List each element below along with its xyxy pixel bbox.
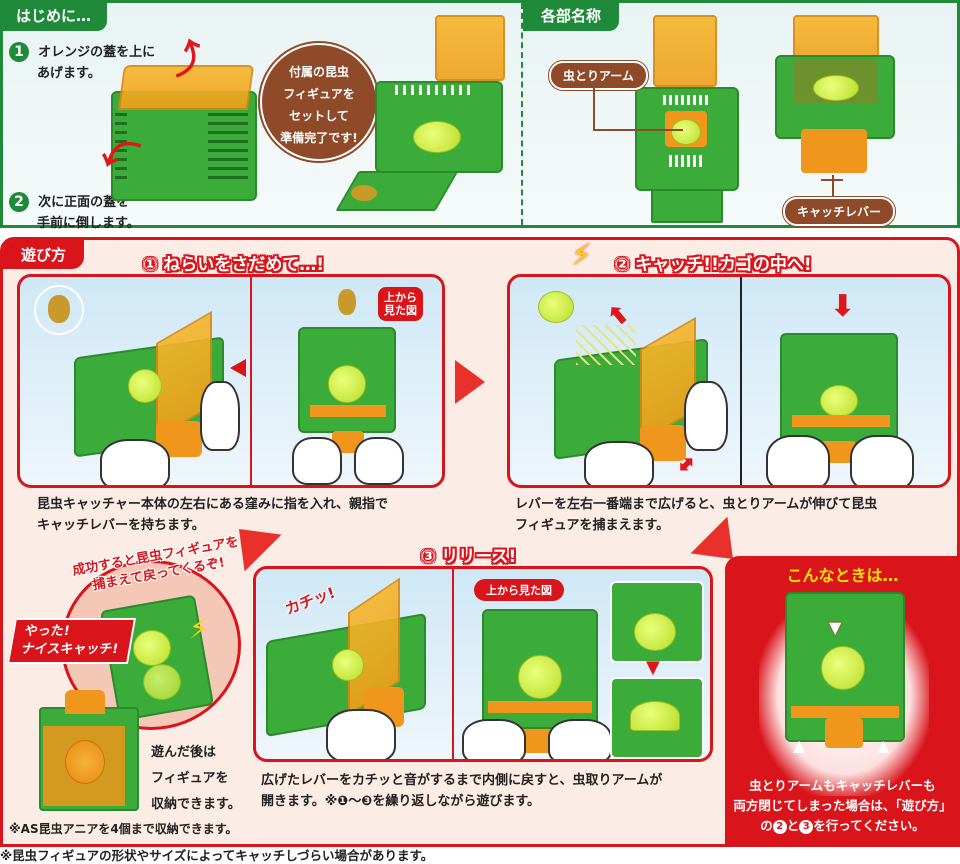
arm-leader-line	[593, 85, 595, 131]
panel-divider	[740, 277, 742, 485]
storage-line2: フィギュアを	[151, 771, 229, 786]
down-arrow-icon: ▼	[646, 657, 660, 678]
warning-triangle-icon: ▼	[829, 618, 842, 637]
hand-icon	[684, 381, 728, 451]
step-number-2: 2	[9, 191, 29, 212]
beetle-figure-icon	[351, 185, 377, 201]
trouble-line3-pre: の	[760, 818, 773, 833]
trouble-line3-mid: と	[786, 818, 800, 833]
nice-catch-ribbon: やった! ナイスキャッチ!	[6, 618, 136, 664]
top-view-badge-line2: 見た図	[384, 304, 417, 317]
step-2-text-line1: 次に正面の蓋を	[38, 195, 130, 210]
step2-panel: ⬆ ⬍ ⬇	[507, 274, 951, 488]
step1-desc-line1: 昆虫キャッチャー本体の左右にある窪みに指を入れ、親指で	[37, 497, 389, 512]
storage-note: ※AS昆虫アニアを4個まで収納できます。	[9, 822, 238, 836]
bubble-line2: フィギュアを	[283, 87, 355, 101]
trouble-box: こんなときは… ▼ ▲ ▲ 虫とりアームもキャッチレバーも 両方閉じてしまった場…	[725, 556, 960, 846]
hand-icon	[200, 381, 240, 451]
trouble-title: こんなときは…	[786, 566, 899, 585]
step-2-text-line2: 手前に倒します。	[37, 215, 140, 231]
step1-description: 昆虫キャッチャー本体の左右にある窪みに指を入れ、親指で キャッチレバーを持ちます…	[37, 494, 388, 536]
step3-headline: ③ リリース!	[421, 547, 517, 567]
intro-section: はじめに… 1 オレンジの蓋を上に あげます。 2 次に正面の蓋を 手前に倒しま…	[0, 0, 960, 231]
down-arrow-icon: ⬇	[830, 289, 856, 324]
play-title: 遊び方	[3, 240, 85, 269]
hand-icon	[100, 439, 170, 485]
intro-title: はじめに…	[0, 0, 108, 31]
trouble-line3-post: を行ってください。	[813, 818, 925, 833]
step3-desc-line2: 開きます。※❶～❸を繰り返しながら遊びます。	[261, 794, 541, 809]
hand-icon	[462, 719, 526, 759]
storage-line1: 遊んだ後は	[151, 745, 217, 760]
hand-icon	[292, 437, 342, 485]
ribbon-line1: やった!	[23, 624, 71, 639]
ribbon-line2: ナイスキャッチ!	[20, 642, 120, 657]
step3-description: 広げたレバーをカチッと音がするまで内側に戻すと、虫取りアームが 開きます。※❶～…	[261, 770, 662, 812]
step2-desc-line1: レバーを左右一番端まで広げると、虫とりアームが伸びて昆虫	[515, 497, 878, 512]
arm-label: 虫とりアーム	[549, 61, 648, 90]
hand-icon	[548, 719, 612, 759]
step1-headline: ① ねらいをさだめて…!	[143, 255, 325, 275]
step-1-text-line2: あげます。	[37, 65, 101, 81]
pointer-arrow-icon	[230, 359, 246, 377]
step2-headline: ② キャッチ!!カゴの中へ!	[615, 255, 812, 275]
parts-title: 各部名称	[523, 0, 620, 31]
step1-panel: 上から 見た図	[17, 274, 445, 488]
intro-step-1: 1 オレンジの蓋を上に あげます。	[9, 41, 155, 82]
warning-triangle-icon: ▲	[877, 736, 890, 755]
hand-icon	[584, 441, 654, 485]
flash-icon: ⚡	[571, 238, 593, 273]
intro-step-2: 2 次に正面の蓋を 手前に倒します。	[9, 191, 140, 232]
step1-desc-line2: キャッチレバーを持ちます。	[37, 518, 205, 533]
step2-desc-line2: フィギュアを捕まえます。	[515, 518, 670, 533]
step-number-1: 1	[9, 41, 29, 62]
next-step-arrow-icon	[455, 360, 485, 404]
top-view-badge: 上から 見た図	[378, 287, 423, 321]
extended-arm-icon	[538, 291, 574, 323]
step-1-text-line1: オレンジの蓋を上に	[38, 45, 156, 60]
lever-leader-line-h	[821, 179, 843, 181]
bubble-line1: 付属の昆虫	[288, 65, 349, 79]
hand-icon	[326, 709, 396, 759]
warning-triangle-icon: ▲	[793, 736, 806, 755]
storage-text: 遊んだ後は フィギュアを 収納できます。	[151, 740, 241, 818]
crosshair-icon	[34, 285, 84, 335]
top-view-badge-line1: 上から	[384, 291, 417, 304]
storage-line3: 収納できます。	[151, 797, 241, 812]
hand-icon	[850, 435, 914, 485]
bubble-line4: 準備完了です!	[280, 131, 358, 145]
lever-label: キャッチレバー	[783, 197, 896, 226]
step3-desc-line1: 広げたレバーをカチッと音がするまで内側に戻すと、虫取りアームが	[261, 773, 663, 788]
panel-divider	[452, 569, 454, 759]
beetle-figure-icon	[48, 295, 70, 323]
hand-icon	[766, 435, 830, 485]
hand-icon	[354, 437, 404, 485]
click-label: カチッ!	[282, 583, 338, 619]
step2-description: レバーを左右一番端まで広げると、虫とりアームが伸びて昆虫 フィギュアを捕まえます…	[515, 494, 877, 536]
bubble-line3: セットして	[289, 109, 349, 123]
step-ref-2: 2	[772, 819, 787, 834]
top-view-badge: 上から見た図	[474, 579, 564, 601]
arm-leader-line-h	[593, 129, 683, 131]
section-divider	[521, 3, 523, 225]
step3-panel: カチッ! 上から見た図 ▼	[253, 566, 713, 762]
beetle-figure-icon	[338, 289, 356, 315]
trouble-line2: 両方閉じてしまった場合は、「遊び方」	[733, 798, 952, 813]
flash-icon: ⚡	[189, 612, 209, 645]
lever-leader-line	[832, 175, 834, 197]
footnote: ※昆虫フィギュアの形状やサイズによってキャッチしづらい場合があります。	[0, 848, 434, 863]
trouble-line1: 虫とりアームもキャッチレバーも	[749, 778, 936, 793]
panel-divider	[250, 277, 252, 485]
step-ref-3: 3	[799, 819, 814, 834]
ready-bubble: 付属の昆虫 フィギュアを セットして 準備完了です!	[260, 43, 378, 161]
